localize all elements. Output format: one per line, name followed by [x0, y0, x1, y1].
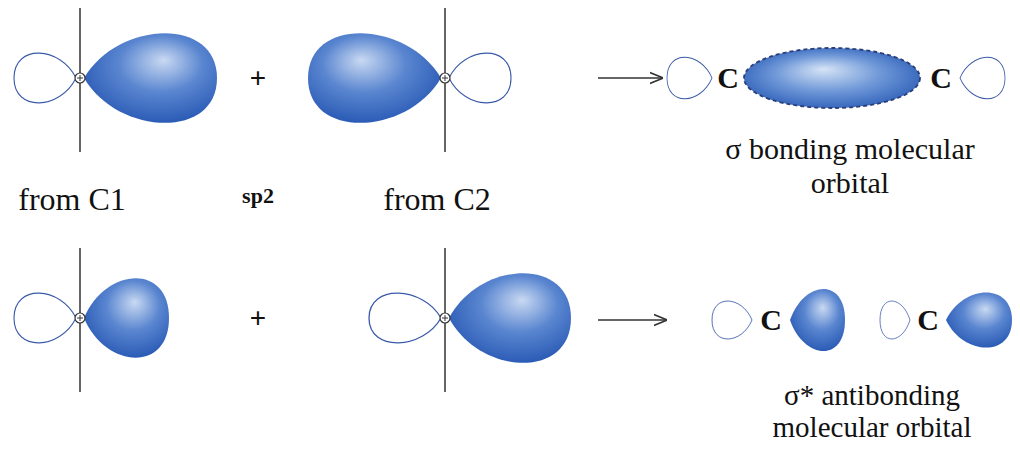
- plus-sign: +: [250, 302, 266, 333]
- hybrid-label: sp2: [242, 184, 274, 209]
- front-lobe: [84, 33, 217, 123]
- back-lobe: [14, 293, 76, 343]
- plus-sign: +: [250, 62, 266, 93]
- bonding-orbital: [744, 48, 920, 108]
- atom-label: from C1: [18, 182, 126, 218]
- reaction-arrow: [598, 77, 662, 79]
- back-lobe: [667, 57, 712, 98]
- front-lobe: [308, 33, 441, 123]
- back-lobe: [712, 301, 752, 339]
- front-lobe: [790, 289, 845, 351]
- atom-symbol: C: [760, 303, 782, 337]
- atom-symbol: C: [717, 61, 739, 95]
- back-lobe: [960, 57, 1005, 98]
- back-lobe: [14, 53, 76, 103]
- orbital-caption: σ bonding molecular orbital: [725, 132, 975, 199]
- atom-label: from C2: [383, 182, 491, 218]
- front-lobe: [946, 292, 1012, 347]
- back-lobe: [880, 301, 910, 339]
- atom-symbol: C: [917, 303, 939, 337]
- atom-symbol: C: [930, 61, 952, 95]
- front-lobe: [84, 278, 169, 357]
- back-lobe: [449, 53, 511, 103]
- reaction-arrow: [598, 319, 666, 321]
- orbital-caption: σ* antibonding molecular orbital: [737, 379, 1007, 444]
- back-lobe: [369, 293, 441, 343]
- front-lobe: [449, 273, 571, 363]
